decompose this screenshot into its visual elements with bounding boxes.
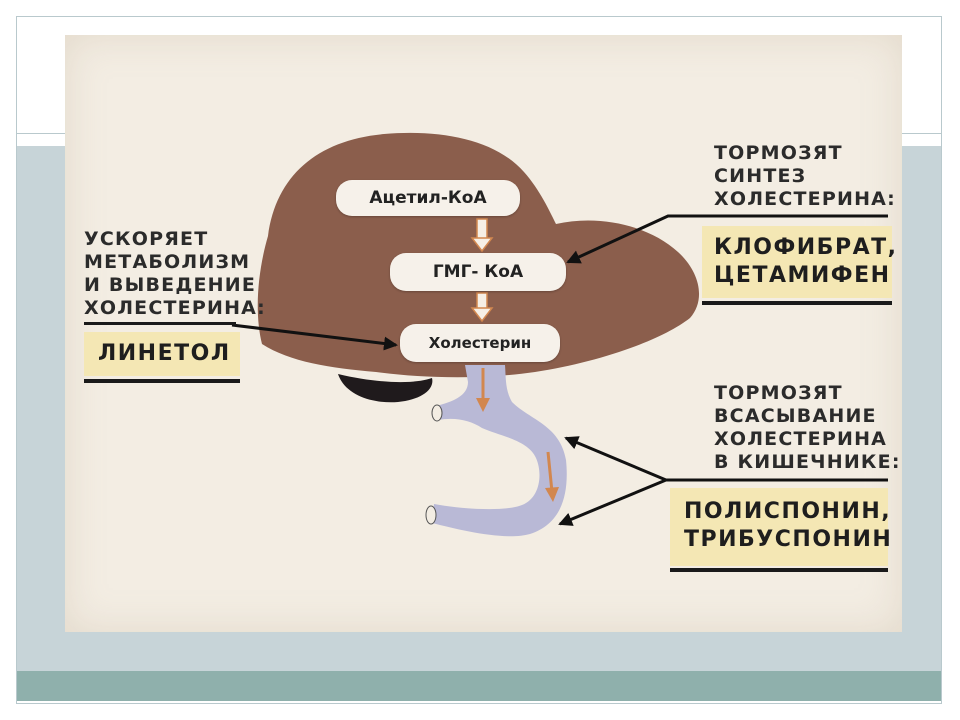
arrow-absorption-2 <box>558 478 667 526</box>
arrow-linetol <box>231 323 398 351</box>
caption-inhibit-synthesis: ТОРМОЗЯТ СИНТЕЗ ХОЛЕСТЕРИНА: <box>714 142 896 210</box>
drug-underline-right-bottom <box>670 568 888 572</box>
intestine-shape <box>432 365 567 537</box>
intestine-opening-bottom <box>425 505 437 525</box>
pathway-step-acetyl-coa: Ацетил-КоА <box>336 180 520 216</box>
caption-inhibit-absorption: ТОРМОЗЯТ ВСАСЫВАНИЕ ХОЛЕСТЕРИНА В КИШЕЧН… <box>714 382 901 473</box>
arrow-synthesis <box>566 214 888 264</box>
arrow-absorption-1 <box>564 436 667 482</box>
flow-arrow-2 <box>470 292 494 323</box>
flow-arrow-4 <box>545 451 559 502</box>
pathway-step-hmg-coa: ГМГ- КоА <box>390 253 566 291</box>
gallbladder-shape <box>338 374 433 403</box>
drugs-polysponin-tribusponin: ПОЛИСПОНИН, ТРИБУСПОНИН <box>670 488 891 566</box>
flow-arrow-3 <box>476 368 490 412</box>
caption-accelerates-metabolism: УСКОРЯЕТ МЕТАБОЛИЗМ И ВЫВЕДЕНИЕ ХОЛЕСТЕР… <box>84 228 266 319</box>
intestine-opening-top <box>431 404 443 422</box>
drug-underline-right-top <box>702 301 892 305</box>
footer-band <box>17 671 941 701</box>
drug-linetol: ЛИНЕТОЛ <box>84 332 240 376</box>
drugs-clofibrate-cetamiphen: КЛОФИБРАТ, ЦЕТАМИФЕН <box>702 226 896 298</box>
caption-underline-left <box>84 322 236 325</box>
pathway-step-cholesterol: Холестерин <box>400 324 560 362</box>
drug-underline-left <box>84 379 240 383</box>
flow-arrow-1 <box>470 218 494 253</box>
